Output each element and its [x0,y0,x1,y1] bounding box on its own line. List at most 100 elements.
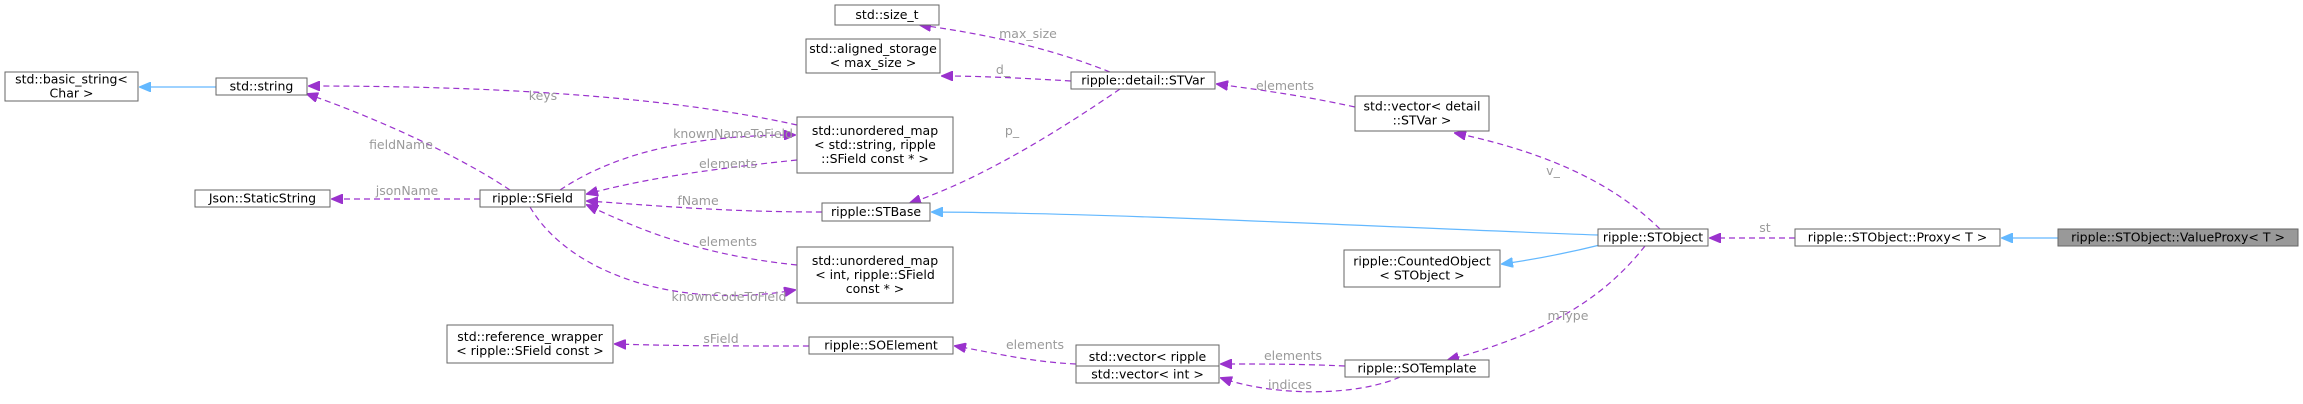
class-node-box [1343,249,1501,288]
class-node-vector-int[interactable]: std::vector< int > [1075,365,1220,384]
edge-label: elements [699,156,757,171]
usage-arrow-vector-soelement-to-soelement: elements [955,337,1077,365]
class-name-line: ::SField const * > [821,151,929,166]
class-name-line: < ripple::SField const > [456,343,604,358]
edges-layer: stv_mTypeelementsmax_sized_p_fNamekeysel… [140,25,2058,393]
usage-arrow-unordered-map-int-to-sfield: elements [587,205,798,266]
class-node-box [805,38,941,74]
edge-line [1502,243,1605,264]
class-name-line: std::reference_wrapper [457,329,603,344]
class-name-line: ripple::detail::STVar [1081,73,1205,88]
class-node-aligned-storage[interactable]: std::aligned_storage< max_size > [805,38,941,74]
class-node-static-string[interactable]: Json::StaticString [194,189,331,208]
usage-arrow-sfield-to-string: fieldName [307,94,511,191]
class-node-stobject[interactable]: ripple::STObject [1597,228,1709,247]
edge-label: elements [1006,337,1064,352]
usage-arrow-sotemplate-to-vector-int: indices [1221,377,1401,393]
edge-line [307,94,511,191]
class-node-box [808,336,954,355]
class-node-reference-wrapper[interactable]: std::reference_wrapper< ripple::SField c… [446,324,614,364]
class-name-line: ripple::STObject::ValueProxy< T > [2071,230,2285,245]
class-node-box [2057,228,2299,247]
class-node-string[interactable]: std::string [215,77,308,96]
edge-line [309,86,798,126]
class-node-box [796,116,954,174]
class-node-box [1794,228,2001,247]
class-node-box [1070,71,1216,90]
class-name-line: ripple::STBase [831,204,921,219]
class-name-line: std::basic_string< [15,72,128,87]
class-name-line: std::unordered_map [812,253,938,268]
usage-arrow-sfield-to-static-string: jsonName [332,183,480,199]
class-node-vector-stvar[interactable]: std::vector< detail::STVar > [1354,95,1490,132]
class-node-value-proxy[interactable]: ripple::STObject::ValueProxy< T > [2057,228,2299,247]
usage-arrow-unordered-map-string-to-sfield: elements [587,156,798,194]
edge-label: elements [1256,78,1314,93]
class-node-stvar[interactable]: ripple::detail::STVar [1070,71,1216,90]
class-node-box [215,77,308,96]
edge-line [920,25,1111,73]
edge-label: knownCodeToField [672,289,787,304]
usage-arrow-stobject-to-sotemplate: mType [1448,245,1646,360]
edge-line [615,344,810,346]
class-node-box [194,189,331,208]
class-name-line: ripple::STObject [1603,230,1703,245]
class-name-line: ::STVar > [1393,113,1452,128]
edge-line [955,346,1077,365]
class-node-unordered-map-int[interactable]: std::unordered_map< int, ripple::SFieldc… [796,246,954,304]
class-name-line: ripple::SOTemplate [1358,361,1477,376]
edge-line [1455,133,1661,230]
usage-arrow-unordered-map-string-to-string: keys [309,86,798,126]
class-name-line: < STObject > [1379,268,1464,283]
class-name-line: std::vector< detail [1364,99,1481,114]
edge-line [559,135,795,191]
class-node-box [1344,359,1490,378]
class-node-box [1075,365,1220,384]
usage-arrow-stvar-to-stbase: p_ [910,88,1121,203]
class-node-counted-object[interactable]: ripple::CountedObject< STObject > [1343,249,1501,288]
class-name-line: ripple::SOElement [824,338,938,353]
edge-label: elements [699,234,757,249]
class-node-sfield[interactable]: ripple::SField [479,189,586,208]
class-name-line: std::vector< int > [1091,367,1204,382]
edge-label: fName [677,193,719,208]
edge-label: mType [1548,308,1589,323]
usage-arrow-sotemplate-to-vector-soelement: elements [1221,348,1346,366]
class-node-proxy[interactable]: ripple::STObject::Proxy< T > [1794,228,2001,247]
usage-arrow-stvar-to-aligned-storage: d_ [942,62,1072,82]
class-node-soelement[interactable]: ripple::SOElement [808,336,954,355]
usage-arrow-sfield-to-unordered-map-string: knownNameToField [559,126,795,191]
inheritance-arrow-stobject-to-stbase [932,212,1599,236]
class-node-stbase[interactable]: ripple::STBase [821,202,931,222]
class-name-line: std::aligned_storage [809,41,937,56]
class-node-size-t[interactable]: std::size_t [834,4,940,26]
class-name-line: ripple::SField [492,191,573,206]
class-node-unordered-map-string[interactable]: std::unordered_map< std::string, ripple:… [796,116,954,174]
class-name-line: std::size_t [855,7,918,22]
class-name-line: std::vector< ripple [1089,349,1207,364]
class-node-box [796,246,954,304]
class-node-box [479,189,586,208]
edge-label: max_size [999,26,1057,41]
edge-line [529,206,795,296]
class-name-line: < int, ripple::SField [815,267,935,282]
edge-line [910,88,1121,203]
edge-line [1448,245,1646,360]
class-node-sotemplate[interactable]: ripple::SOTemplate [1344,359,1490,378]
edge-label: sField [703,331,738,346]
edge-label: keys [529,88,557,103]
edge-line [1217,84,1356,108]
edge-line [587,159,798,194]
edge-label: fieldName [369,137,433,152]
usage-arrow-proxy-to-stobject: st [1710,220,1795,238]
edge-label: knownNameToField [673,126,793,141]
class-name-line: ripple::CountedObject [1353,254,1491,269]
class-name-line: < max_size > [830,55,917,70]
edge-line [1221,377,1401,393]
class-name-line: < std::string, ripple [814,137,936,152]
usage-arrow-stbase-to-sfield: fName [587,193,823,213]
class-name-line: const * > [846,281,905,296]
class-node-basic-string[interactable]: std::basic_string<Char > [4,71,139,102]
